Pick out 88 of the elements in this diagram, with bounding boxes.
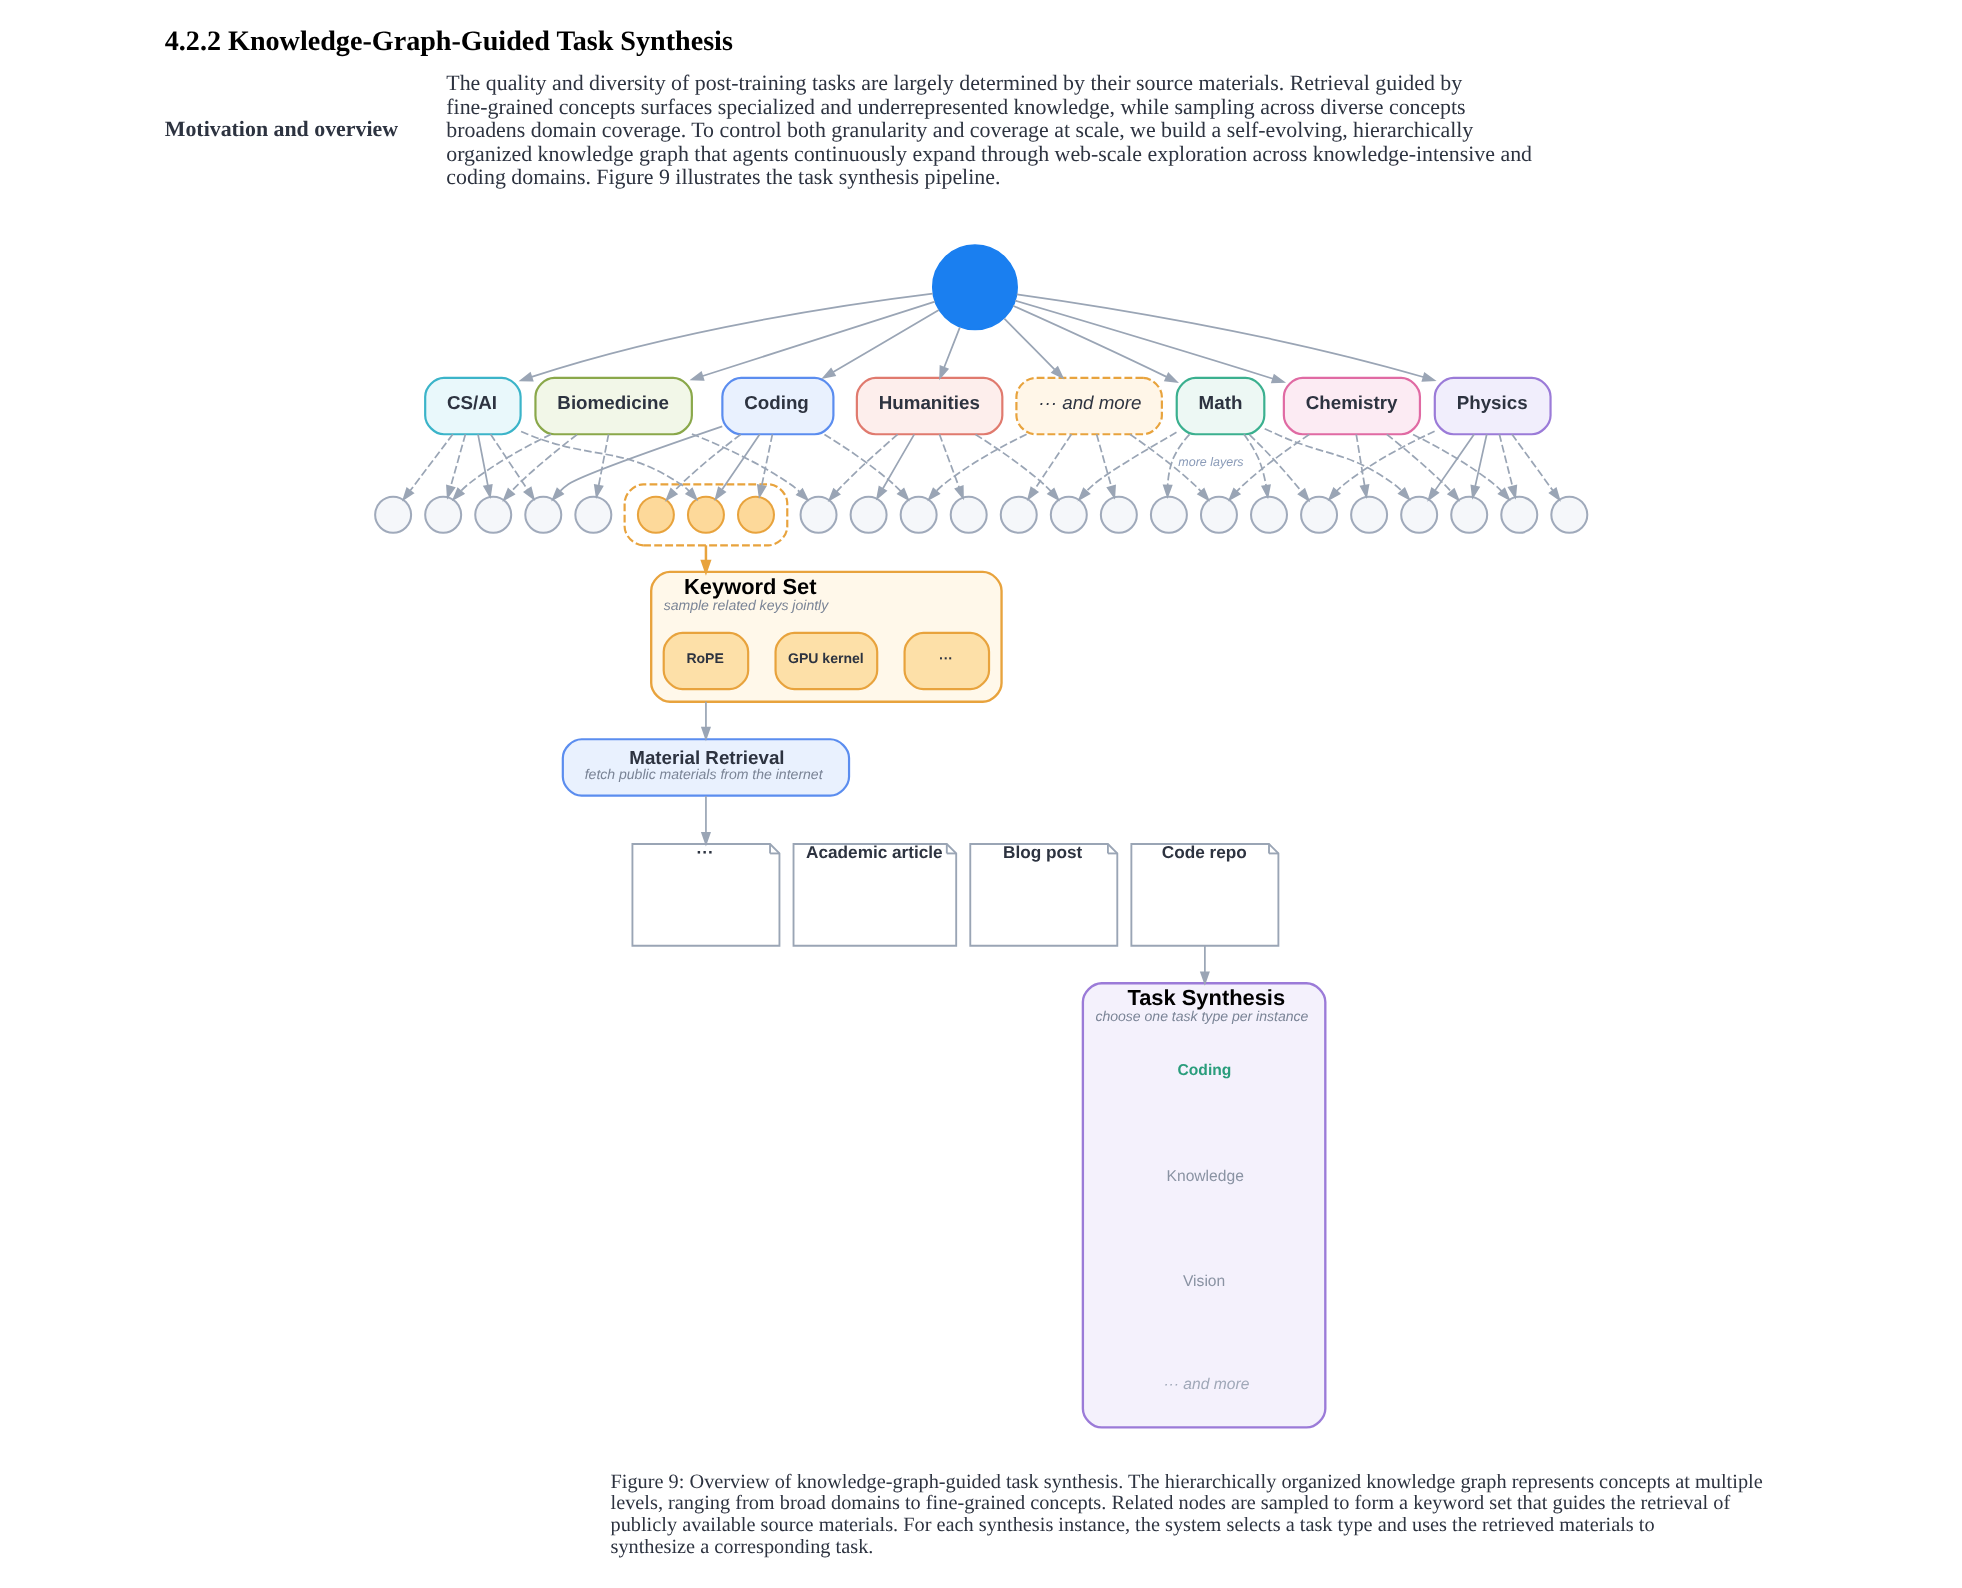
node-box: CS/AI (423, 376, 521, 436)
arrow (1161, 433, 1190, 500)
arrow (688, 300, 935, 381)
node-box: ··· and more (1014, 376, 1162, 436)
arrow (488, 433, 535, 502)
diagram-title: 4.2.2 Knowledge-Graph-Guided Task Synthesis (163, 26, 732, 59)
node-text: Knowledge (1165, 1167, 1243, 1186)
node-circle (423, 495, 462, 534)
node-circle (373, 495, 412, 534)
arrow (1198, 945, 1209, 986)
node-circle (998, 495, 1037, 534)
arrow (1426, 433, 1474, 502)
node-circle (848, 495, 887, 534)
node-circle (798, 495, 837, 534)
node-circle (573, 495, 612, 534)
arrow (1002, 317, 1064, 380)
arrow (937, 433, 963, 501)
label: Motivation and overview (163, 117, 398, 142)
arrow (400, 433, 453, 502)
arrow (1384, 433, 1460, 502)
arrow (1326, 430, 1435, 502)
arrow (517, 292, 933, 382)
node-circle (1198, 495, 1237, 534)
node-text: ··· and more (1162, 1375, 1249, 1394)
arrow (1510, 433, 1560, 502)
node-box: Chemistry (1281, 376, 1421, 436)
arrow (690, 433, 809, 502)
caption: Figure 9: Overview of knowledge-graph-guided task synthesis. The hierarchically organized knowledge graph represents concepts at multiple levels, ranging from broad domains to fine-grained concepts. Related nodes are sampled to form a keyword set that guides the retrieval of publicly available source materials. For each synthesis instance, the system selects a task type and uses the retrieved materials to synthesize a corresponding task. (609, 1471, 1762, 1560)
node-circle (1499, 495, 1538, 534)
node-circle (1249, 495, 1287, 534)
arrow (938, 326, 960, 381)
arrow (519, 430, 698, 502)
arrow (445, 433, 466, 500)
node-box: Physics (1432, 376, 1551, 436)
arrow (592, 433, 609, 500)
node-box: Biomedicine (533, 376, 692, 436)
arrow (826, 433, 898, 502)
arrow (1247, 433, 1310, 503)
arrow (550, 425, 723, 502)
node-box: Math (1174, 376, 1265, 436)
node-circle (685, 495, 724, 534)
node-circle (523, 495, 562, 534)
arrow (1262, 427, 1410, 501)
arrow (450, 433, 551, 502)
node-circle (473, 495, 512, 534)
arrow (699, 795, 710, 847)
arrow (1242, 433, 1270, 500)
arrow (874, 433, 915, 501)
arrow (1469, 433, 1487, 500)
node-circle (1549, 495, 1588, 534)
node-circle (1449, 495, 1488, 534)
node-circle (1048, 495, 1087, 534)
arrow (1076, 431, 1177, 502)
node-text: Coding (1176, 1060, 1231, 1079)
node-circle (948, 495, 987, 534)
node-circle (635, 495, 674, 534)
arrow (501, 433, 577, 502)
node-circle (930, 244, 1017, 331)
node-text: Vision (1181, 1271, 1225, 1290)
arrow (973, 433, 1059, 502)
arrow (713, 433, 760, 502)
arrow (699, 700, 710, 742)
arrow (1497, 433, 1517, 500)
node-circle (1399, 495, 1438, 534)
arrow (926, 433, 1027, 502)
label: The quality and diversity of post-training tasks are largely determined by their source materials. Retrieval guided by fine-grained concepts surfaces specialized and underrepresented knowledge, while sampling across diverse concepts broadens domain coverage. To control both granularity and coverage at scale, we build a self-evolving, hierarchically organized knowledge graph that agents continuously expand through web-scale exploration across knowledge-intensive and coding domains. Figure 9 illustrates the task synthesis pipeline. (445, 72, 1532, 191)
arrow (1013, 299, 1286, 384)
node-circle (1299, 495, 1338, 534)
arrow (1128, 433, 1210, 502)
node-circle (898, 495, 937, 534)
arrow (1411, 433, 1510, 502)
arrow (1354, 433, 1369, 500)
arrow (1025, 433, 1072, 502)
node-box: Humanities (854, 376, 1003, 436)
node-box: Coding (720, 376, 834, 436)
arrow (1011, 304, 1178, 383)
arrow (1014, 293, 1436, 382)
node-circle (736, 495, 774, 534)
arrow (476, 433, 492, 500)
node-circle (1098, 495, 1137, 534)
arrow (820, 309, 939, 380)
node-circle (1148, 495, 1187, 534)
arrow (1226, 433, 1309, 502)
arrow (822, 433, 909, 502)
arrow (663, 433, 741, 502)
arrow (755, 433, 773, 500)
node-circle (1349, 495, 1388, 534)
arrow (1094, 433, 1115, 500)
